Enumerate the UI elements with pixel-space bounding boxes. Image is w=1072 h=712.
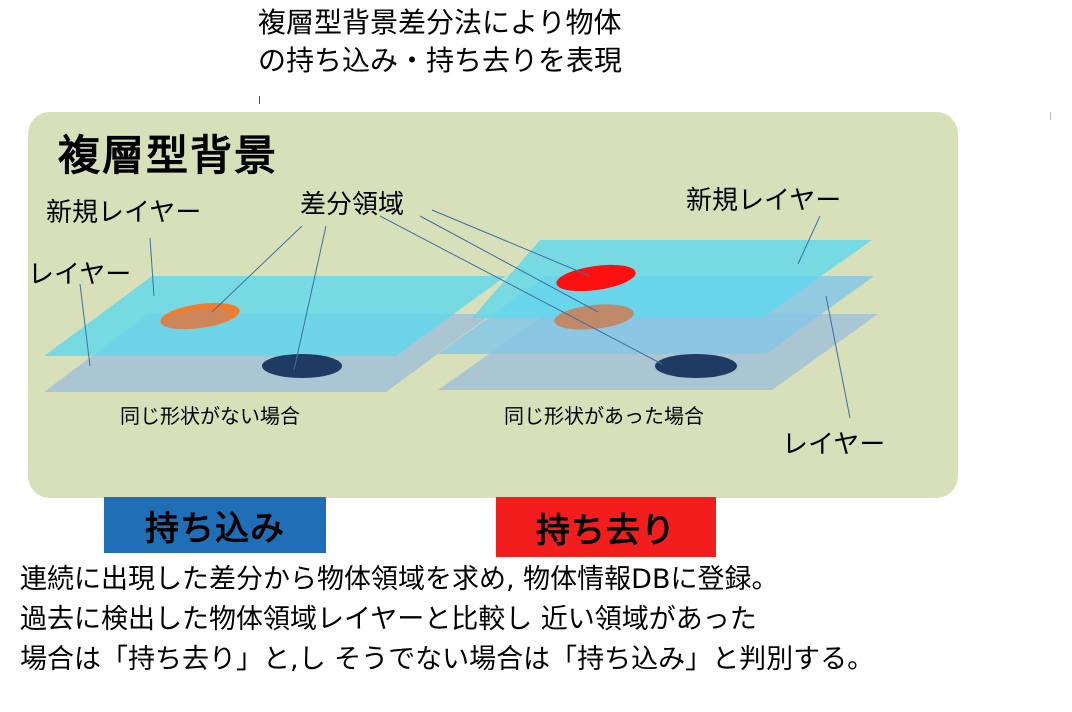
left-navy-region <box>262 354 342 378</box>
right-orange-region <box>554 304 634 330</box>
label-new-layer-right: 新規レイヤー <box>686 186 842 216</box>
description-line-3: 場合は「持ち去り」と,し そうでない場合は「持ち込み」と判別する。 <box>20 644 875 675</box>
description-line-2: 過去に検出した物体領域レイヤーと比較し 近い領域があった <box>20 604 757 635</box>
label-layer-right: レイヤー <box>782 430 886 460</box>
left-upper-layer <box>44 276 506 356</box>
leader-lines <box>79 209 851 419</box>
label-layer-left: レイヤー <box>28 260 132 290</box>
take-away-label-box: 持ち去り <box>496 497 716 557</box>
title-line-2: の持ち込み・持ち去りを表現 <box>258 44 623 77</box>
divider-mark-right <box>1050 112 1051 120</box>
panel-title: 複層型背景 <box>58 131 279 180</box>
caption-same-shape: 同じ形状があった場合 <box>504 404 704 428</box>
description-line-1: 連続に出現した差分から物体領域を求め, 物体情報DBに登録。 <box>20 564 779 595</box>
divider-mark <box>259 96 260 104</box>
label-diff-region: 差分領域 <box>300 190 405 220</box>
bring-in-label-box: 持ち込み <box>104 497 326 553</box>
left-orange-region-overlap <box>162 308 230 330</box>
caption-no-same-shape: 同じ形状がない場合 <box>120 404 300 428</box>
label-new-layer-left: 新規レイヤー <box>46 198 202 228</box>
right-navy-region <box>655 354 737 378</box>
title-line-1: 複層型背景差分法により物体 <box>258 6 622 39</box>
right-red-region <box>556 264 636 292</box>
